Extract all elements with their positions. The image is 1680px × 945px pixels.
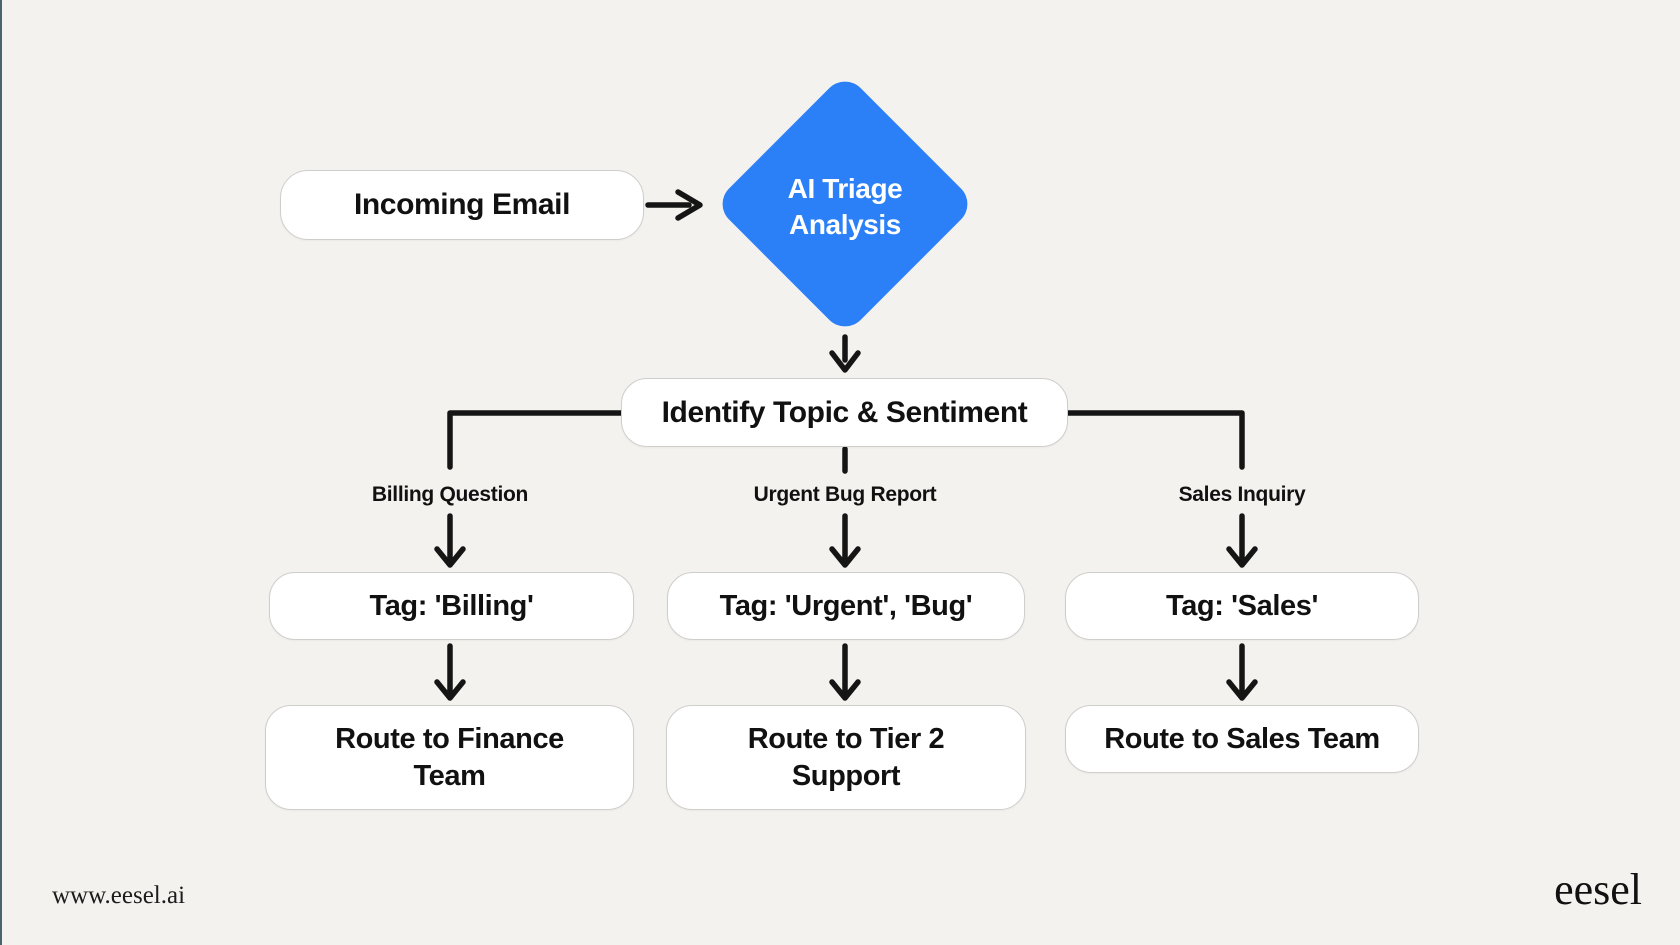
connector-identify-to-sales <box>1063 410 1245 470</box>
node-identify-topic-sentiment: Identify Topic & Sentiment <box>621 378 1068 447</box>
arrow-billing-condition-to-tag-icon <box>434 513 466 568</box>
node-route-finance-team: Route to Finance Team <box>265 705 634 810</box>
triage-label-line1: AI Triage <box>787 173 903 204</box>
arrow-billing-tag-to-route-icon <box>434 643 466 701</box>
node-route-tier2-support: Route to Tier 2 Support <box>666 705 1026 810</box>
triage-label-line2: Analysis <box>789 209 901 240</box>
node-incoming-email: Incoming Email <box>280 170 644 240</box>
node-ai-triage-analysis: AI Triage Analysis <box>745 111 945 297</box>
eesel-logo: eesel <box>1554 865 1642 914</box>
branch-condition-urgent-bug: Urgent Bug Report <box>753 483 937 506</box>
node-tag-billing: Tag: 'Billing' <box>269 572 634 640</box>
arrow-triage-to-identify-icon <box>829 334 861 373</box>
arrow-bug-tag-to-route-icon <box>829 643 861 701</box>
connector-identify-to-billing <box>447 410 626 470</box>
arrow-sales-tag-to-route-icon <box>1226 643 1258 701</box>
node-tag-sales: Tag: 'Sales' <box>1065 572 1419 640</box>
branch-condition-sales: Sales Inquiry <box>1178 483 1306 506</box>
arrow-incoming-to-triage-icon <box>645 189 703 221</box>
arrow-sales-condition-to-tag-icon <box>1226 513 1258 568</box>
node-route-sales-team: Route to Sales Team <box>1065 705 1419 773</box>
node-tag-urgent-bug: Tag: 'Urgent', 'Bug' <box>667 572 1025 640</box>
arrow-bug-condition-to-tag-icon <box>829 513 861 568</box>
footer-website-url: www.eesel.ai <box>52 882 186 909</box>
branch-condition-billing: Billing Question <box>371 483 529 506</box>
